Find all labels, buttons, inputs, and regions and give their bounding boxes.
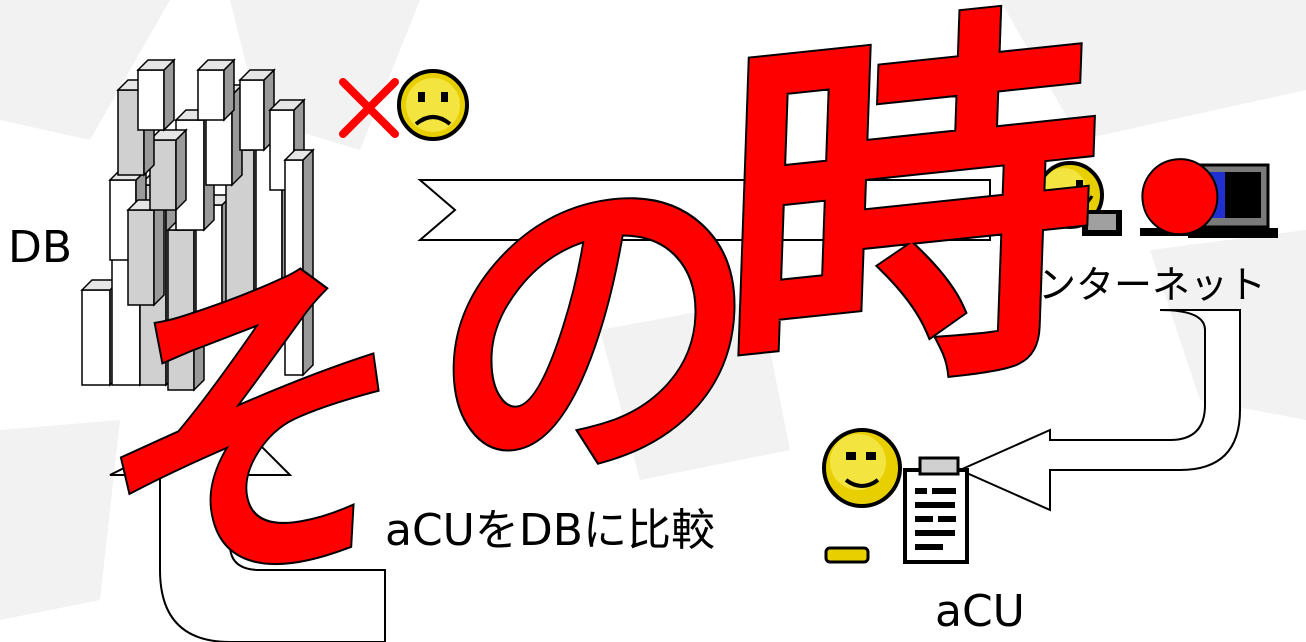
overlay-char-so: そ <box>69 187 442 642</box>
overlay-char-no: の <box>423 108 768 552</box>
compare-label: aCUをDBに比較 <box>385 505 715 556</box>
db-bar-top <box>268 99 306 111</box>
ribbon-arrow-db-to-internet <box>417 179 991 241</box>
overlay-ellipsis: ・・ <box>1011 0 1306 398</box>
db-bar-front <box>81 289 111 386</box>
db-bar-top <box>283 149 315 161</box>
db-bar-top <box>238 69 276 81</box>
db-bar-front <box>137 69 165 131</box>
x-mark-icon <box>339 78 399 138</box>
internet-label: インターネット <box>1000 263 1267 307</box>
db-bar-top <box>196 59 236 71</box>
db-bar-top <box>136 59 176 71</box>
curved-arrow-compare-to-db <box>109 413 386 642</box>
db-label: DB <box>8 222 73 273</box>
sad-face-icon <box>397 69 469 141</box>
acu-label: aCU <box>935 586 1025 637</box>
db-bar-front <box>167 229 195 391</box>
curved-arrow-internet-to-acu <box>957 309 1241 512</box>
db-bar-top <box>148 129 188 141</box>
